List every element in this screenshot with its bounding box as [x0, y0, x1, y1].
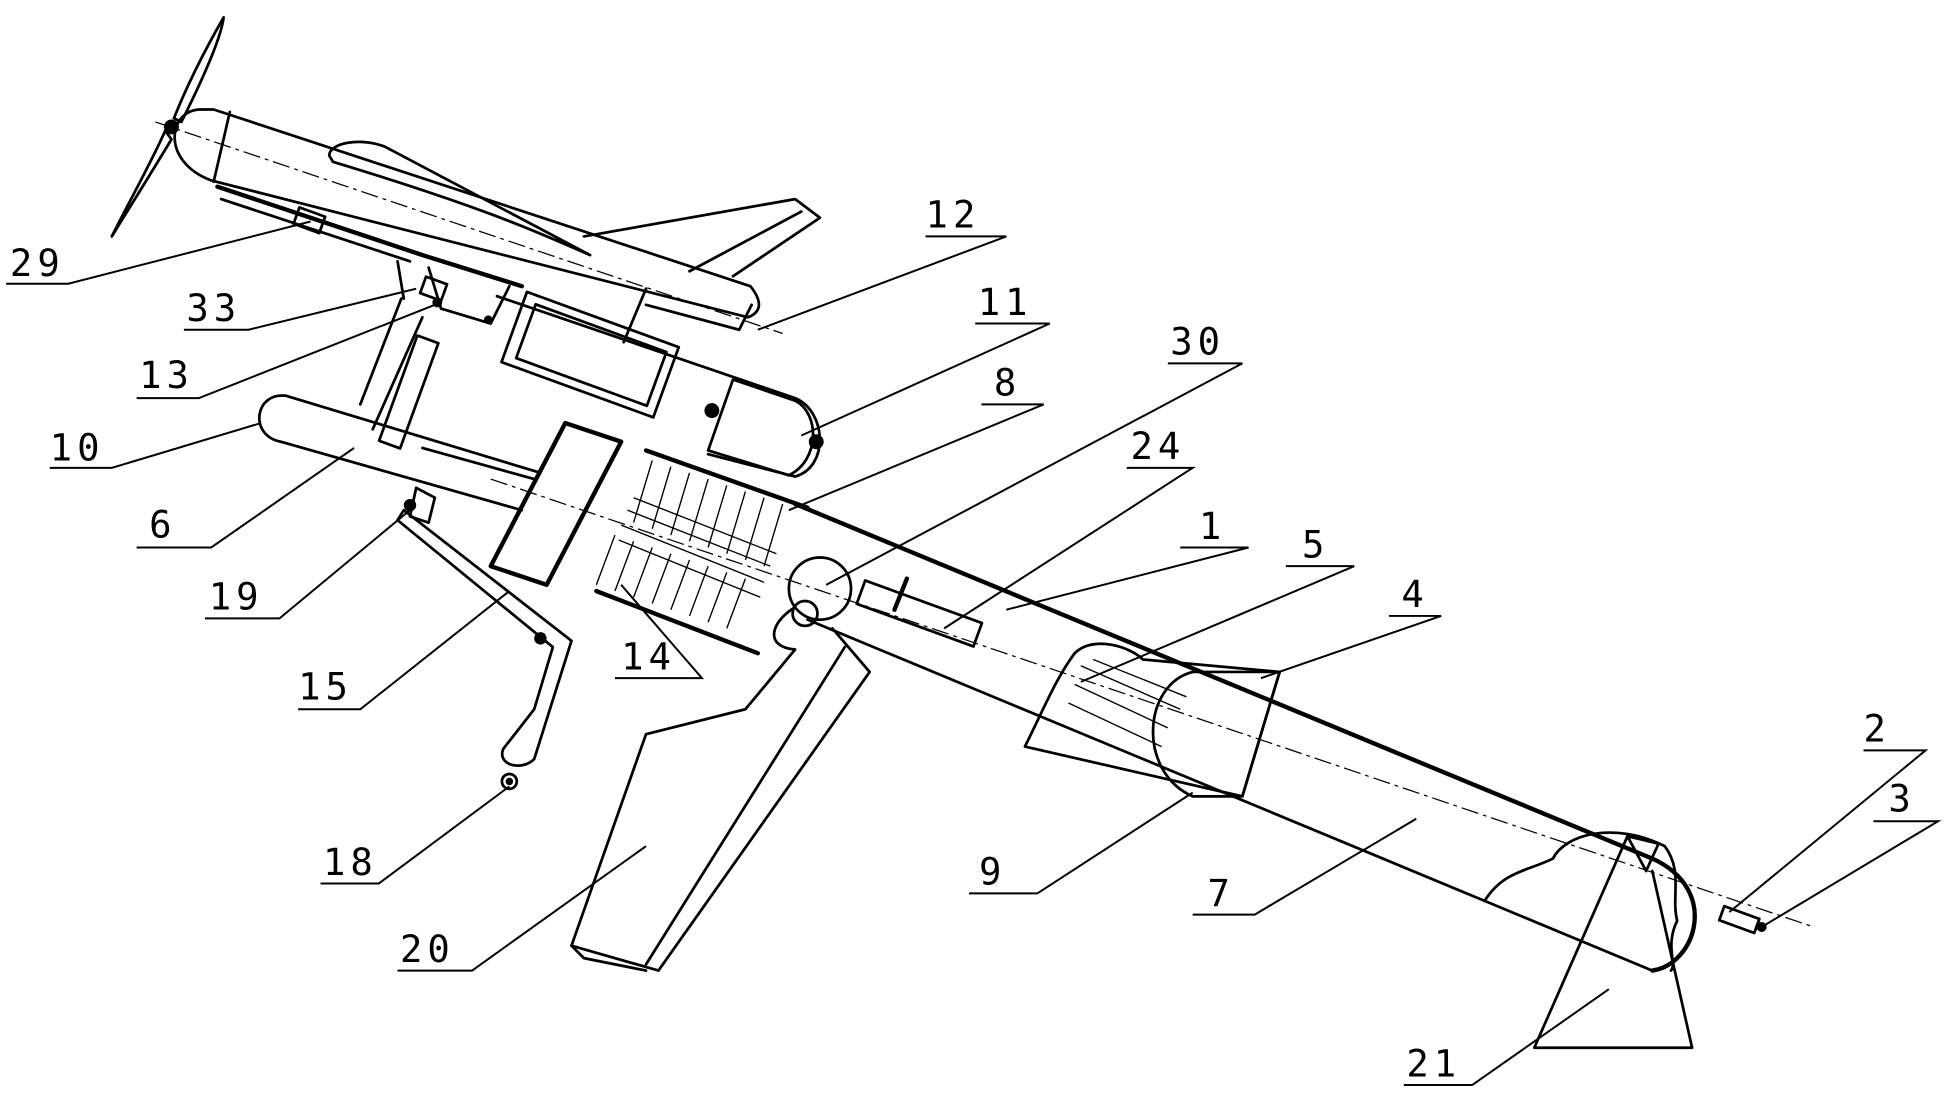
label-2: 2 — [1864, 707, 1891, 751]
aircraft — [110, 16, 822, 344]
label-4: 4 — [1401, 572, 1428, 616]
label-1: 1 — [1199, 504, 1226, 548]
label-3: 3 — [1888, 776, 1915, 820]
label-8: 8 — [994, 361, 1021, 405]
label-14: 14 — [621, 634, 676, 678]
label-24: 24 — [1131, 424, 1186, 468]
label-21: 21 — [1406, 1041, 1461, 1085]
callouts: 29 33 13 10 6 19 15 14 18 20 12 11 — [6, 193, 1942, 1087]
carrier-frame — [257, 290, 824, 512]
label-33: 33 — [186, 286, 241, 330]
label-29: 29 — [10, 241, 65, 285]
label-6: 6 — [149, 503, 176, 547]
label-19: 19 — [209, 575, 264, 619]
label-13: 13 — [139, 353, 194, 397]
label-9: 9 — [979, 850, 1006, 894]
label-5: 5 — [1302, 522, 1329, 566]
propeller-icon — [110, 16, 225, 238]
label-7: 7 — [1208, 871, 1235, 915]
label-20: 20 — [400, 927, 455, 971]
label-15: 15 — [298, 664, 353, 708]
label-18: 18 — [323, 840, 378, 884]
spring-coils — [595, 460, 784, 629]
label-11: 11 — [978, 280, 1033, 324]
launcher-barrel — [396, 420, 1815, 1050]
label-12: 12 — [926, 193, 981, 237]
label-10: 10 — [50, 425, 105, 469]
label-30: 30 — [1170, 320, 1225, 364]
